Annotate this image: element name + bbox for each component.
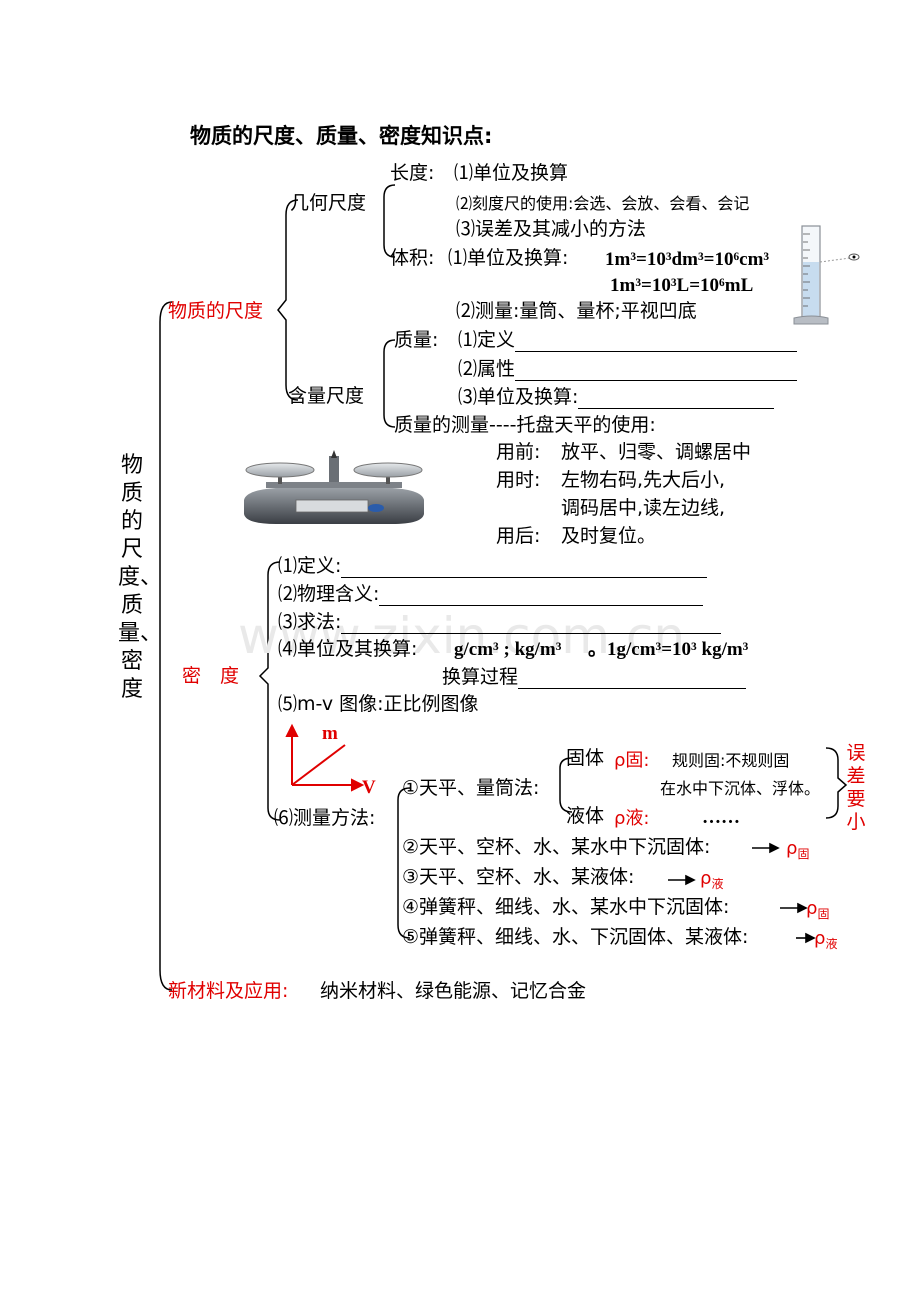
method-2-rho: ρ固 — [786, 838, 810, 861]
balance-after-key: 用后: — [496, 525, 541, 547]
density-units: g/cm³ ; kg/m³ — [454, 639, 562, 660]
method-4: ④弹簧秤、细线、水、某水中下沉固体: — [402, 896, 730, 918]
balance-scale-image — [244, 450, 424, 524]
volume-item-2: ⑵测量:量筒、量杯;平视凹底 — [456, 300, 697, 322]
method-4-rho: ρ固 — [806, 898, 830, 921]
density-mv-graph-label: ⑸m-v 图像:正比例图像 — [278, 693, 479, 715]
density-unit-equation: 。1g/cm³=10³ kg/m³ — [588, 639, 749, 660]
mass-item-definition: ⑴定义 — [458, 328, 798, 352]
graph-m-label: m — [322, 723, 338, 744]
length-label: 长度: — [390, 162, 435, 184]
balance-before-key: 用前: — [496, 441, 541, 463]
balance-during-key: 用时: — [496, 469, 541, 491]
balance-during-value: 左物右码,先大后小, — [561, 469, 726, 491]
length-item-1: ⑴单位及换算 — [454, 162, 569, 184]
volume-item-1: ⑴单位及换算: — [448, 247, 569, 269]
balance-before-value: 放平、归零、调螺居中 — [561, 441, 752, 463]
branch-scale-label: 物质的尺度 — [168, 300, 264, 322]
new-materials-text: 纳米材料、绿色能源、记忆合金 — [320, 980, 587, 1002]
mass-item-units: ⑶单位及换算: — [458, 385, 775, 409]
density-units-label: ⑷单位及其换算: — [278, 638, 418, 660]
density-conversion: 换算过程 — [442, 665, 747, 689]
length-item-2: ⑵刻度尺的使用:会选、会放、会看、会记 — [456, 194, 750, 213]
solid-label: 固体 — [566, 747, 605, 769]
mv-graph — [285, 723, 365, 792]
branch-density-label: 密 度 — [182, 665, 240, 687]
mass-label: 质量: — [394, 329, 439, 351]
watermark: www.zixin.com.cn — [238, 607, 686, 665]
page-title: 物质的尺度、质量、密度知识点: — [190, 124, 493, 148]
balance-during-value-2: 调码居中,读左边线, — [561, 497, 726, 519]
geometric-scale-label: 几何尺度 — [290, 192, 367, 214]
method-3-rho: ρ液 — [700, 868, 724, 891]
balance-label: 质量的测量----托盘天平的使用: — [394, 414, 656, 436]
solid-detail-1: 规则固:不规则固 — [672, 751, 790, 770]
method-5-rho: ρ液 — [814, 928, 838, 951]
volume-label: 体积: — [390, 247, 435, 269]
balance-after-value: 及时复位。 — [561, 525, 657, 547]
density-meaning: ⑵物理含义: — [278, 582, 704, 606]
mass-item-property: ⑵属性 — [458, 357, 798, 381]
branch-new-materials-label: 新材料及应用: — [168, 980, 289, 1002]
method-2: ②天平、空杯、水、某水中下沉固体: — [402, 836, 711, 858]
rho-solid: ρ固: — [614, 750, 650, 771]
liquid-label: 液体 — [566, 805, 605, 827]
volume-equation-1: 1m³=10³dm³=10⁶cm³ — [605, 249, 770, 270]
rho-liquid: ρ液: — [614, 808, 650, 829]
measure-method-label: ⑹测量方法: — [274, 807, 376, 829]
length-item-3: ⑶误差及其减小的方法 — [456, 218, 647, 240]
error-note: 误差要小 — [846, 742, 866, 833]
method-1: ①天平、量筒法: — [402, 777, 540, 799]
density-definition: ⑴定义: — [278, 554, 708, 578]
mass-scale-label: 含量尺度 — [288, 385, 365, 407]
liquid-ellipsis: …… — [702, 807, 740, 828]
density-formula: ⑶求法: — [278, 610, 722, 634]
graph-v-label: V — [362, 777, 376, 798]
measuring-cylinder-image — [793, 225, 860, 325]
volume-equation-2: 1m³=10³L=10⁶mL — [610, 275, 754, 296]
root-vertical-label: 物质的尺度、质量、密度 — [118, 453, 163, 702]
method-3: ③天平、空杯、水、某液体: — [402, 866, 635, 888]
method-5: ⑤弹簧秤、细线、水、下沉固体、某液体: — [402, 926, 749, 948]
solid-detail-2: 在水中下沉体、浮体。 — [660, 779, 821, 798]
